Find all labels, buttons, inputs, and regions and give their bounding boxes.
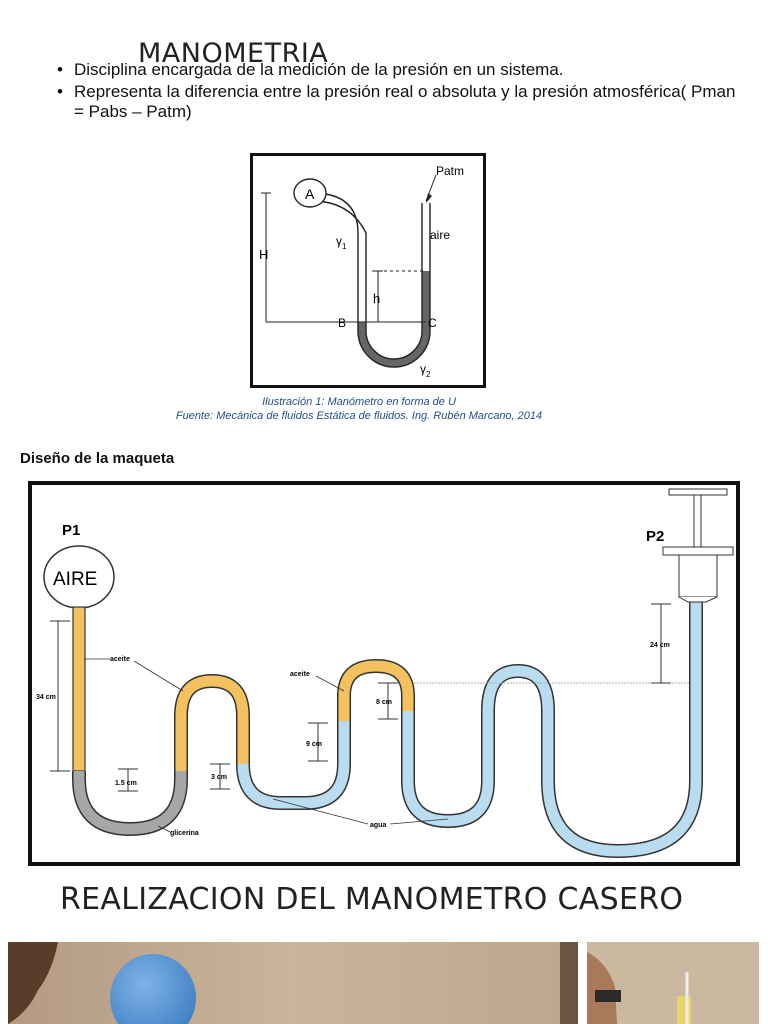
label-p2: P2 (646, 528, 664, 545)
label-agua: agua (370, 822, 386, 829)
water-section-2-fill (402, 602, 702, 857)
label-b: B (338, 316, 346, 330)
bulb-a (293, 178, 327, 208)
label-glicerina: glicerina (170, 830, 199, 837)
label-gamma1: γ1 (336, 234, 347, 251)
dimension-8cm (378, 682, 398, 720)
label-h: h (373, 291, 380, 306)
u-tube-manometer-figure: A Patm aire γ1 H B C h γ2 (250, 153, 486, 388)
label-p1: P1 (62, 522, 80, 539)
photo-right-ruler (677, 996, 691, 1024)
oil-column-left (72, 606, 86, 772)
mercury-fill (358, 271, 430, 367)
photo-left-background (8, 942, 578, 1024)
label-24cm: 24 cm (650, 642, 670, 649)
syringe-barrel (678, 554, 718, 598)
dimension-3cm (210, 763, 230, 790)
label-gamma2: γ2 (420, 362, 431, 379)
tube-inner-wall (311, 200, 423, 360)
dimension-34cm (50, 620, 70, 772)
label-patm: Patm (436, 164, 464, 178)
label-H: H (259, 247, 268, 262)
bullet-dot: • (57, 60, 63, 79)
syringe-flange (662, 546, 734, 556)
bullet-item: • Representa la diferencia entre la presi… (56, 82, 736, 122)
mockup-design-figure: P1 P2 AIRE 34 cm 1.5 cm 3 cm 9 cm 8 cm (28, 481, 740, 866)
glicerina-leader (157, 825, 171, 833)
photo-right-arm (587, 952, 617, 1024)
bullet-dot: • (57, 82, 63, 101)
agua-leader-1 (272, 798, 369, 825)
oil-hump-1-fill (175, 675, 249, 771)
label-c: C (428, 316, 437, 330)
aceite-mid-leader (315, 675, 345, 692)
photo-left-edge (560, 942, 578, 1024)
patm-arrow-head (426, 193, 432, 203)
photo-left (8, 942, 578, 1024)
water-section-1-fill (237, 721, 350, 809)
bullet-item: • Disciplina encargada de la medición de … (56, 60, 736, 80)
dimension-1-5cm (118, 768, 138, 792)
label-a: A (305, 186, 315, 202)
label-34cm: 34 cm (36, 694, 56, 701)
aceite-left-leader-2 (133, 660, 184, 692)
label-8cm: 8 cm (376, 699, 392, 706)
syringe-plunger-rod (693, 494, 702, 550)
dimension-9cm (308, 722, 328, 762)
bullet-text: Disciplina encargada de la medición de l… (74, 60, 564, 79)
label-aceite-left: aceite (110, 656, 130, 663)
label-9cm: 9 cm (306, 741, 322, 748)
figure1-caption-line1: Ilustración 1: Manómetro en forma de U (262, 396, 456, 408)
tube-outer-wall (311, 192, 431, 368)
photo-left-balloon (110, 954, 196, 1024)
photo-right-bracelet (595, 990, 621, 1002)
syringe-tip (678, 596, 718, 603)
figure1-caption-line2: Fuente: Mecánica de fluidos Estática de … (175, 410, 543, 422)
glycerin-fill (73, 771, 187, 835)
photo-left-person (8, 942, 58, 1024)
bullet-list: • Disciplina encargada de la medición de … (56, 60, 736, 124)
label-aire-bulb: AIRE (53, 569, 97, 590)
slide-title: MANOMETRIA (138, 38, 329, 70)
label-3cm: 3 cm (211, 774, 227, 781)
bullet-text: Representa la diferencia entre la presió… (74, 82, 736, 121)
label-aire: aire (430, 228, 450, 242)
oil-hump-2-fill (338, 660, 414, 721)
dimension-24cm (651, 603, 671, 684)
agua-leader-2 (389, 818, 449, 825)
syringe-plunger-top (668, 488, 728, 496)
label-1-5cm: 1.5 cm (115, 780, 137, 787)
label-aceite-mid: aceite (290, 671, 310, 678)
section-heading: Diseño de la maqueta (20, 450, 175, 467)
photo-right (587, 942, 759, 1024)
section-title: REALIZACION DEL MANOMETRO CASERO (60, 882, 684, 917)
